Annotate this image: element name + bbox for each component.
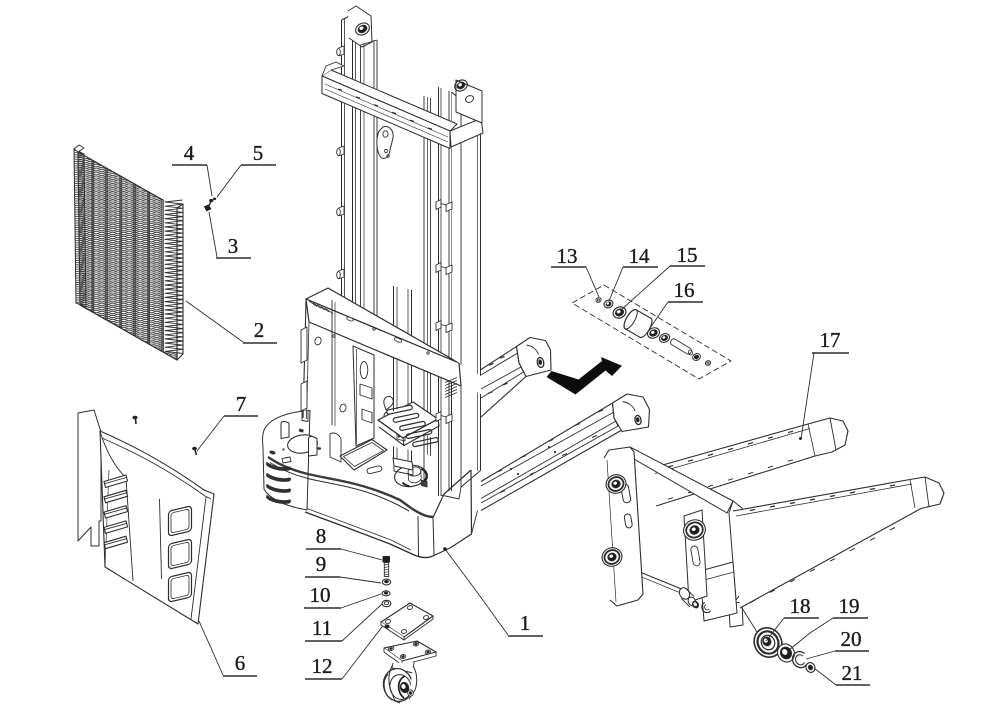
svg-text:1: 1 [520,611,531,635]
svg-text:16: 16 [674,278,695,302]
svg-text:2: 2 [254,318,265,342]
svg-text:6: 6 [235,651,246,675]
svg-text:4: 4 [184,141,195,165]
svg-text:18: 18 [790,594,811,618]
svg-text:9: 9 [316,552,327,576]
svg-text:7: 7 [236,392,247,416]
svg-text:11: 11 [312,616,332,640]
svg-text:8: 8 [316,524,327,548]
svg-text:10: 10 [310,583,331,607]
svg-text:12: 12 [312,654,333,678]
svg-text:3: 3 [228,234,239,258]
svg-text:14: 14 [629,244,651,268]
svg-text:19: 19 [839,594,860,618]
svg-text:15: 15 [677,243,698,267]
svg-text:17: 17 [820,328,841,352]
svg-text:21: 21 [842,661,863,685]
svg-text:13: 13 [557,244,578,268]
svg-text:20: 20 [841,627,862,651]
svg-text:5: 5 [253,141,264,165]
